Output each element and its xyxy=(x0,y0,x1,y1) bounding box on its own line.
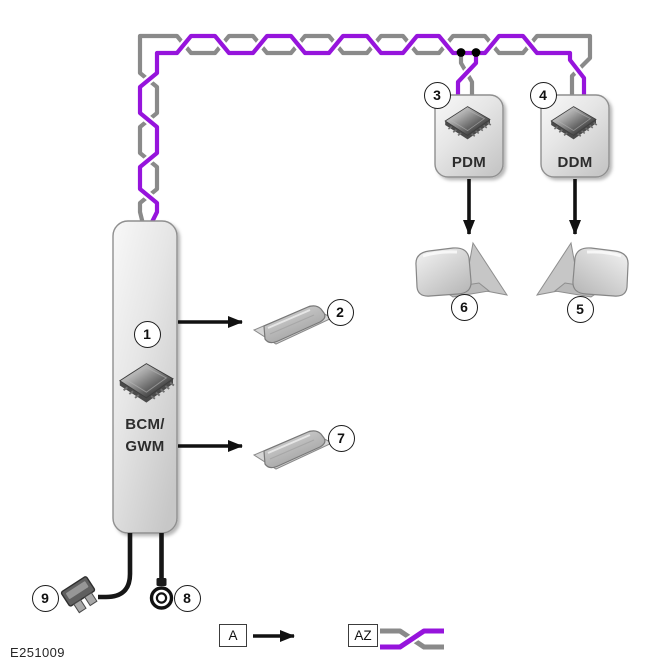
callout-ring-terminal: 8 xyxy=(173,584,201,612)
side-mirror-icon xyxy=(535,241,630,299)
bcm-gwm-label-line1: BCM/ xyxy=(125,416,165,433)
callout-fuse: 9 xyxy=(31,584,59,612)
callout-mirror-right: 5 xyxy=(566,295,594,323)
ddm-label: DDM xyxy=(557,154,593,171)
legend-source-box: A xyxy=(219,624,247,647)
callout-mirror-left: 6 xyxy=(450,293,478,321)
callout-component-lower: 7 xyxy=(327,424,355,452)
twisted-pair-icon xyxy=(380,626,444,652)
callout-pdm: 3 xyxy=(423,81,451,109)
ring-terminal-icon xyxy=(149,578,174,610)
pdm-label: PDM xyxy=(451,154,487,171)
junction-dot xyxy=(471,48,481,57)
side-mirror-icon xyxy=(414,241,509,299)
arrows-and-wires xyxy=(98,179,581,642)
figure-id: E251009 xyxy=(10,645,65,660)
bcm-gwm-label-line2: GWM xyxy=(125,438,165,455)
fuse-supply-wire xyxy=(98,533,133,600)
callout-ddm: 4 xyxy=(529,81,557,109)
legend-circuit-box: AZ xyxy=(348,624,378,647)
can-bus-twisted-pair xyxy=(135,31,595,224)
callout-bcm-gwm: 1 xyxy=(133,320,161,348)
callout-component-upper: 2 xyxy=(326,298,354,326)
junction-dot xyxy=(456,48,466,57)
icons xyxy=(60,105,630,614)
module-boxes xyxy=(112,94,610,534)
fuse-icon xyxy=(60,576,98,614)
control-module-icon xyxy=(253,304,333,345)
junction-dots xyxy=(456,48,481,57)
control-module-icon xyxy=(253,429,333,470)
